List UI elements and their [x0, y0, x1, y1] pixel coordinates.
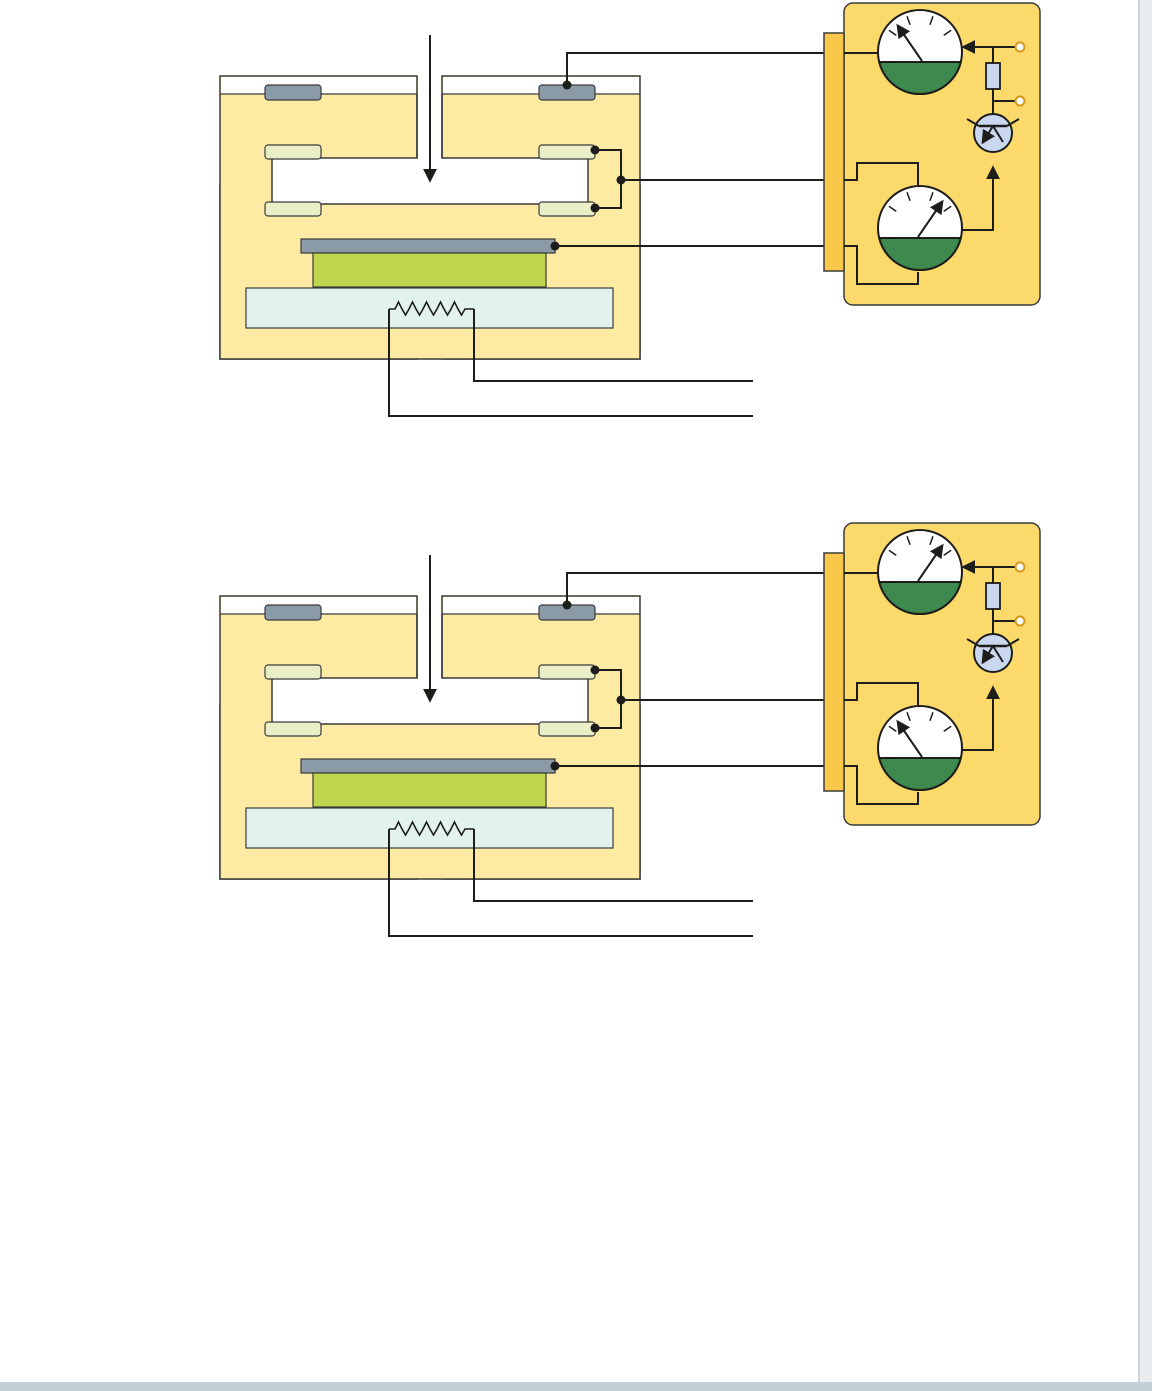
upper-meter	[878, 10, 962, 94]
transistor-body	[974, 634, 1012, 672]
instrument-connector-strip	[824, 33, 844, 271]
ring-electrode-upper-right	[539, 665, 595, 679]
ring-electrode-lower-left	[265, 202, 321, 216]
top-electrode-left	[265, 605, 321, 620]
top-electrode-left	[265, 85, 321, 100]
page-edge	[1138, 0, 1152, 1382]
junction-dot	[551, 242, 560, 251]
ring-electrode-lower-left	[265, 722, 321, 736]
junction-dot	[551, 762, 560, 771]
lower-meter	[878, 186, 962, 270]
resistor	[986, 63, 1000, 89]
junction-dot	[563, 601, 572, 610]
junction-dot	[563, 81, 572, 90]
collector-plate	[301, 239, 555, 253]
sample-block	[313, 773, 546, 807]
junction-dot	[617, 696, 626, 705]
transistor-body	[974, 114, 1012, 152]
resistor	[986, 583, 1000, 609]
panel-bottom	[220, 523, 1040, 936]
terminal-bottom	[1016, 617, 1025, 626]
sample-block	[313, 253, 546, 287]
junction-dot	[591, 724, 600, 733]
terminal-bottom	[1016, 97, 1025, 106]
terminal-top	[1016, 563, 1025, 572]
upper-meter	[878, 530, 962, 614]
ring-electrode-lower-right	[539, 202, 595, 216]
ring-electrode-lower-right	[539, 722, 595, 736]
junction-dot	[591, 666, 600, 675]
bottom-band	[0, 1382, 1152, 1391]
junction-dot	[591, 146, 600, 155]
ring-electrode-upper-left	[265, 145, 321, 159]
junction-dot	[617, 176, 626, 185]
ring-electrode-upper-left	[265, 665, 321, 679]
lower-meter	[878, 706, 962, 790]
instrument-connector-strip	[824, 553, 844, 791]
ring-electrode-upper-right	[539, 145, 595, 159]
panel-top	[220, 3, 1040, 416]
junction-dot	[591, 204, 600, 213]
collector-plate	[301, 759, 555, 773]
terminal-top	[1016, 43, 1025, 52]
